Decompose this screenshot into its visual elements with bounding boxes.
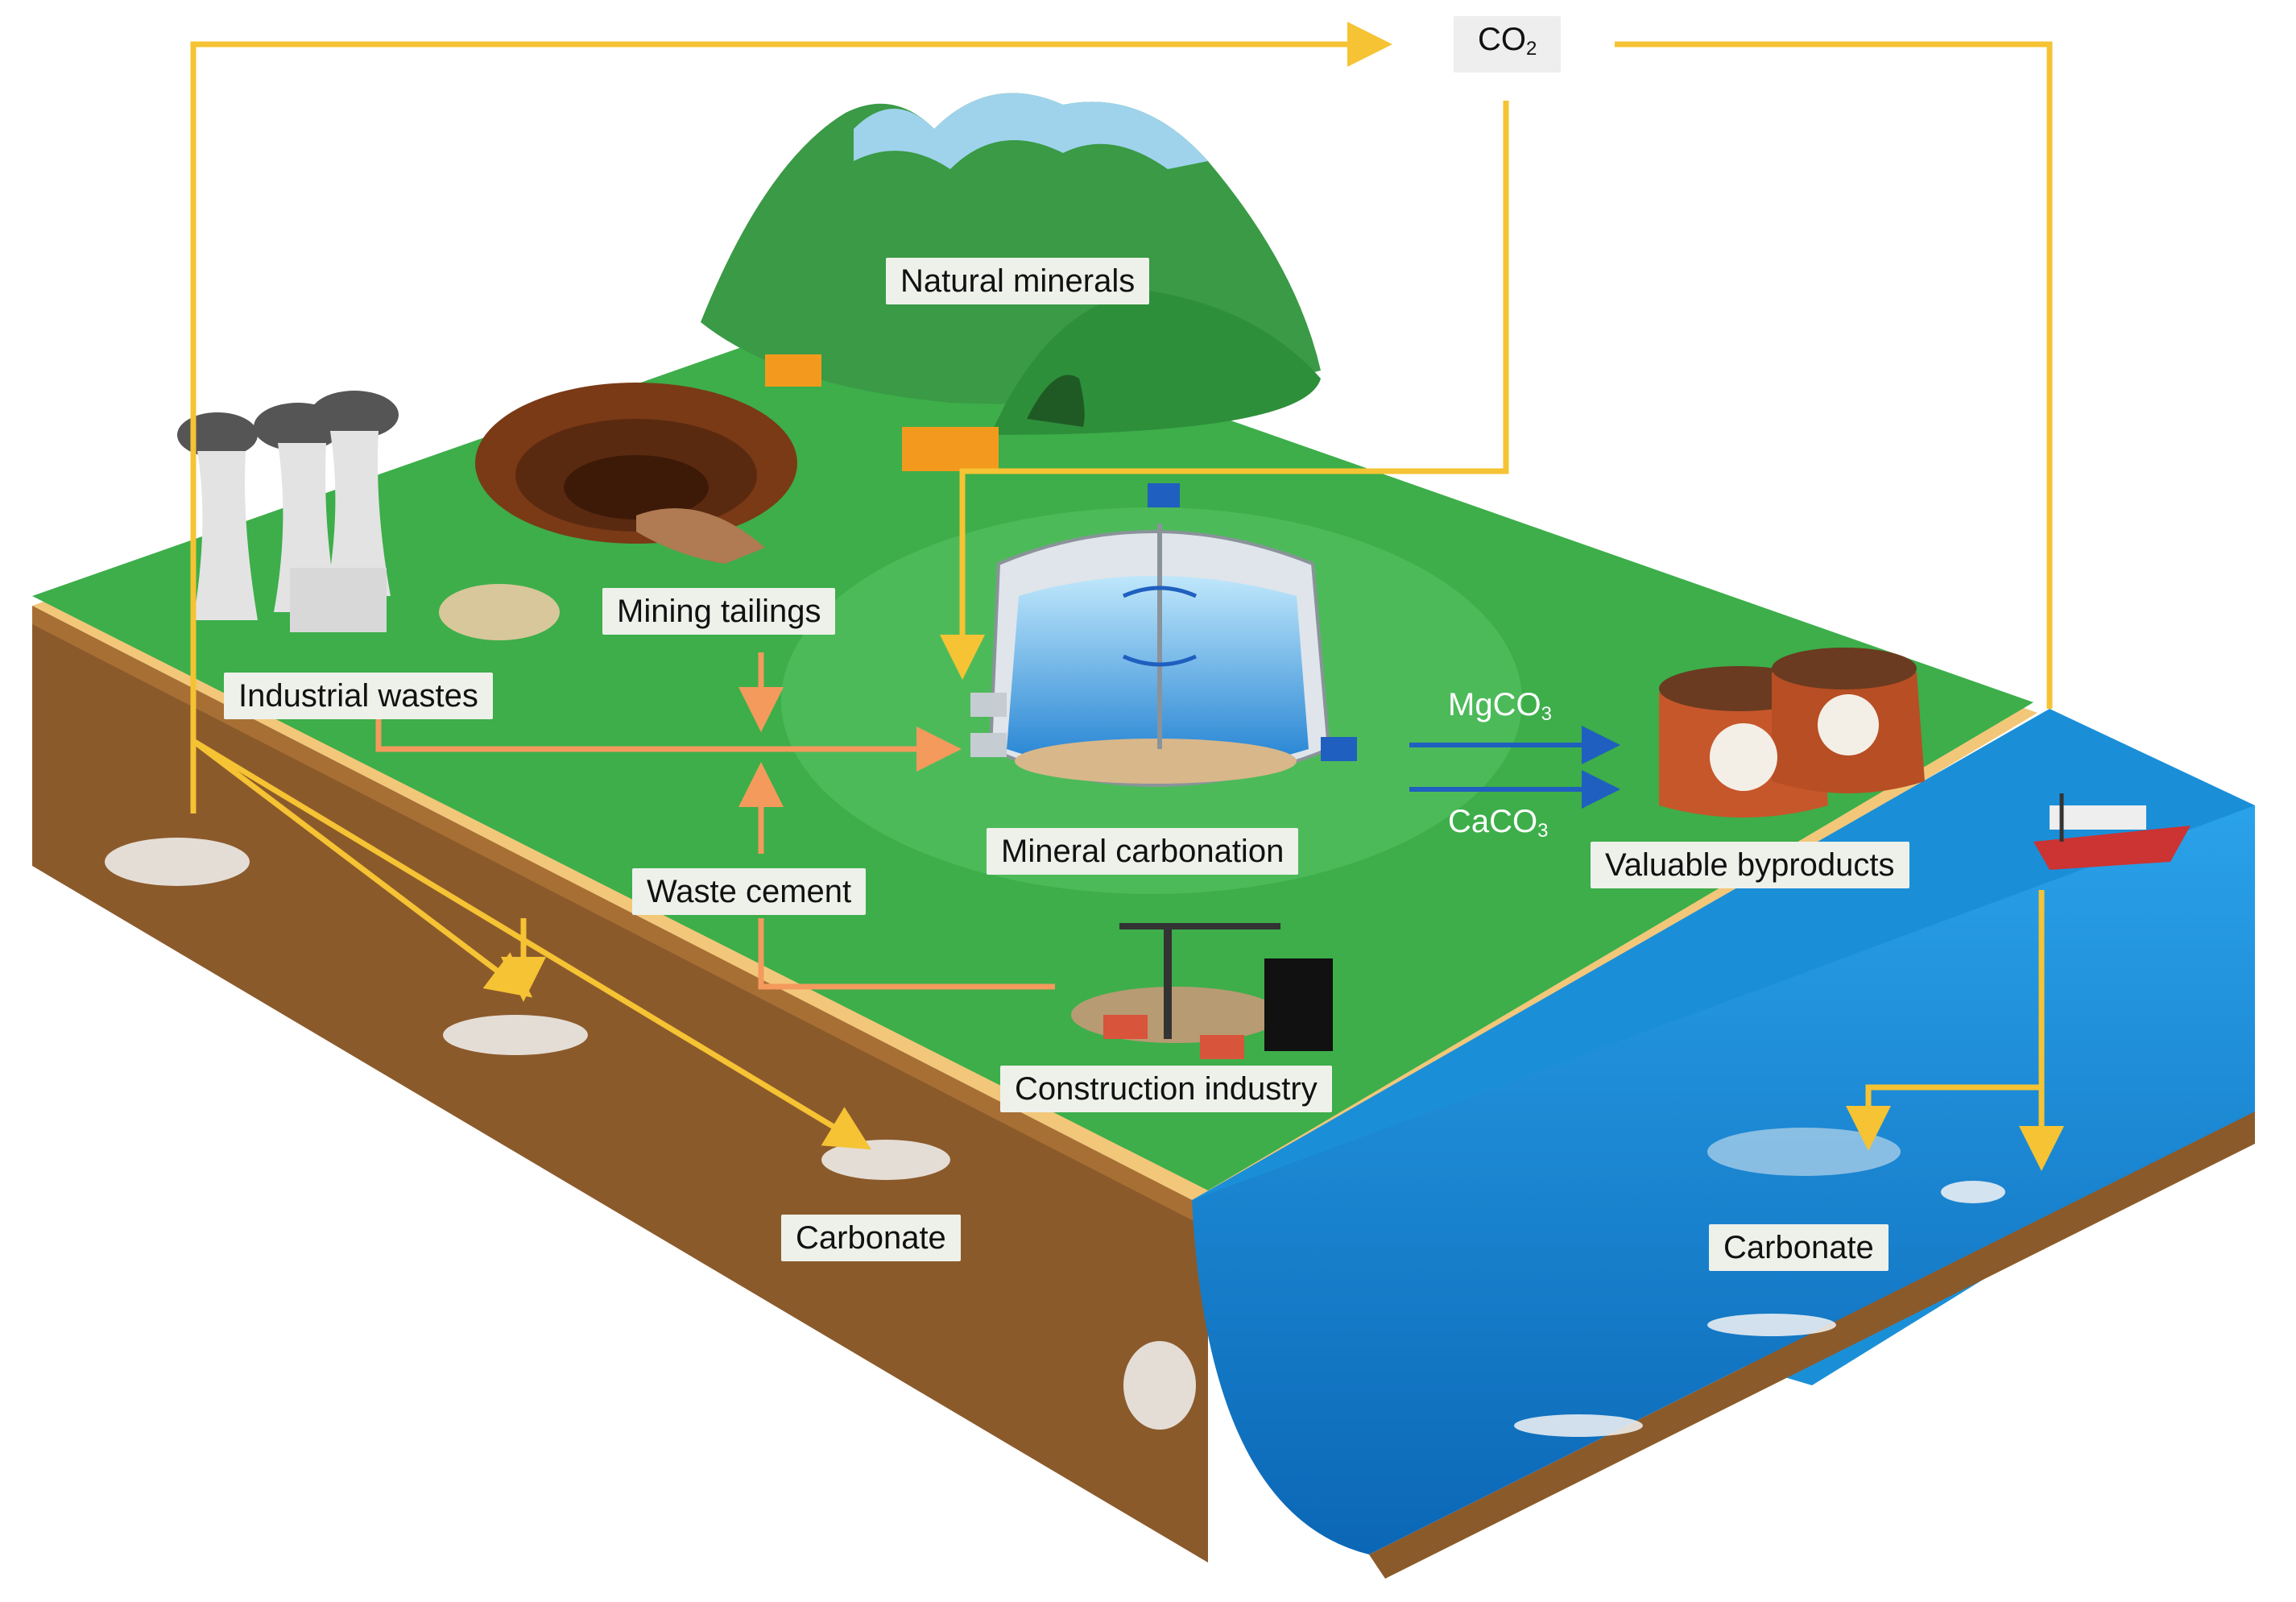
soil-top-band xyxy=(32,606,1208,1228)
power-plant-icon xyxy=(177,391,560,640)
valuable-byproducts-label: Valuable byproducts xyxy=(1591,842,1909,888)
caco3-label: CaCO3 xyxy=(1448,801,1549,851)
co2-line-sea-left xyxy=(1846,1084,2042,1151)
waste-cement-label: Waste cement xyxy=(632,868,867,915)
carbonate-land-label: Carbonate xyxy=(781,1215,961,1261)
caco3-label-main: CaCO xyxy=(1448,804,1538,839)
mgco3-label-main: MgCO xyxy=(1448,687,1541,722)
co2-label-main: CO xyxy=(1478,22,1526,57)
co2-line-to-reactor xyxy=(940,101,1509,680)
ship-icon xyxy=(2033,793,2191,870)
construction-industry-label: Construction industry xyxy=(1000,1066,1332,1112)
sea-bed xyxy=(1369,1111,2255,1579)
co2-line-to-soil-1 xyxy=(191,739,533,998)
product-flow-lines xyxy=(1409,726,1620,809)
waste-flow-lines xyxy=(375,652,1055,990)
mgco3-label-subscript: 3 xyxy=(1541,703,1552,725)
co2-label-subscript: 2 xyxy=(1526,38,1537,60)
reactor-tank-icon xyxy=(970,483,1357,787)
industrial-wastes-label: Industrial wastes xyxy=(224,673,493,719)
mining-tailings-label: Mining tailings xyxy=(602,588,836,635)
sea-front-face xyxy=(1192,805,2255,1554)
truck-icon xyxy=(902,427,999,471)
byproduct-sacks-icon xyxy=(1659,648,1925,818)
natural-minerals-mountains xyxy=(701,93,1321,435)
co2-line-top-left xyxy=(190,22,1392,813)
caco3-label-subscript: 3 xyxy=(1537,820,1549,842)
mgco3-label: MgCO3 xyxy=(1448,685,1552,735)
excavator-icon xyxy=(765,354,821,387)
co2-flow-lines xyxy=(190,22,2064,1171)
co2-label: CO2 xyxy=(1454,16,1562,72)
waste-line-industrial xyxy=(375,709,962,772)
carbonate-sea-label: Carbonate xyxy=(1709,1224,1889,1271)
co2-line-soil-down-2 xyxy=(192,739,871,1150)
mineral-carbonation-label: Mineral carbonation xyxy=(987,828,1299,875)
waste-line-construction xyxy=(758,918,1055,990)
natural-minerals-label: Natural minerals xyxy=(886,258,1150,304)
co2-line-top-right xyxy=(1615,41,2053,709)
mining-pit xyxy=(475,383,797,564)
construction-site-icon xyxy=(1071,923,1333,1059)
